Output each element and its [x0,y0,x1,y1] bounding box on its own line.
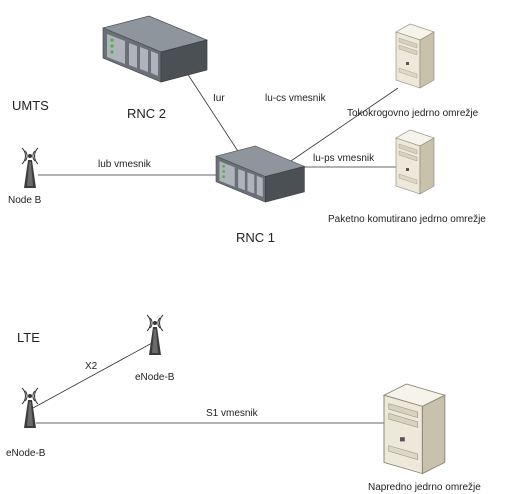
ps-core-label: Paketno komutirano jedrno omrežje [328,214,486,225]
iups-link-label: lu-ps vmesnik [313,153,375,164]
iucs-link-label: lu-cs vmesnik [265,93,326,104]
iucs-link [284,87,399,166]
section-umts-label: UMTS [12,98,49,113]
iub-link-label: lub vmesnik [98,159,151,170]
enodeb-top-label: eNode-B [135,372,175,383]
iur-link-label: Iur [213,93,225,104]
cs-core-server-icon [395,23,435,89]
x2-link [32,342,153,409]
enodeb-top-antenna-icon [146,314,164,356]
rnc2-label: RNC 2 [127,106,167,121]
iur-link [184,69,246,163]
enodeb-left-antenna-icon [21,387,39,429]
enodeb-left-label: eNode-B [6,448,46,459]
rnc2-device-icon [102,15,208,83]
x2-link-label: X2 [85,361,98,372]
s1-link-label: S1 vmesnik [206,408,258,419]
node-b-label: Node B [8,195,42,206]
rnc1-label: RNC 1 [236,230,276,245]
cs-core-label: Tokokrogovno jedrno omrežje [347,108,479,119]
epc-server-icon [383,383,446,475]
node-b-antenna-icon [21,147,39,189]
rnc1-device-icon [215,145,305,203]
epc-label: Napredno jedrno omrežje [368,482,481,493]
ps-core-server-icon [395,129,435,195]
section-lte-label: LTE [17,330,40,345]
